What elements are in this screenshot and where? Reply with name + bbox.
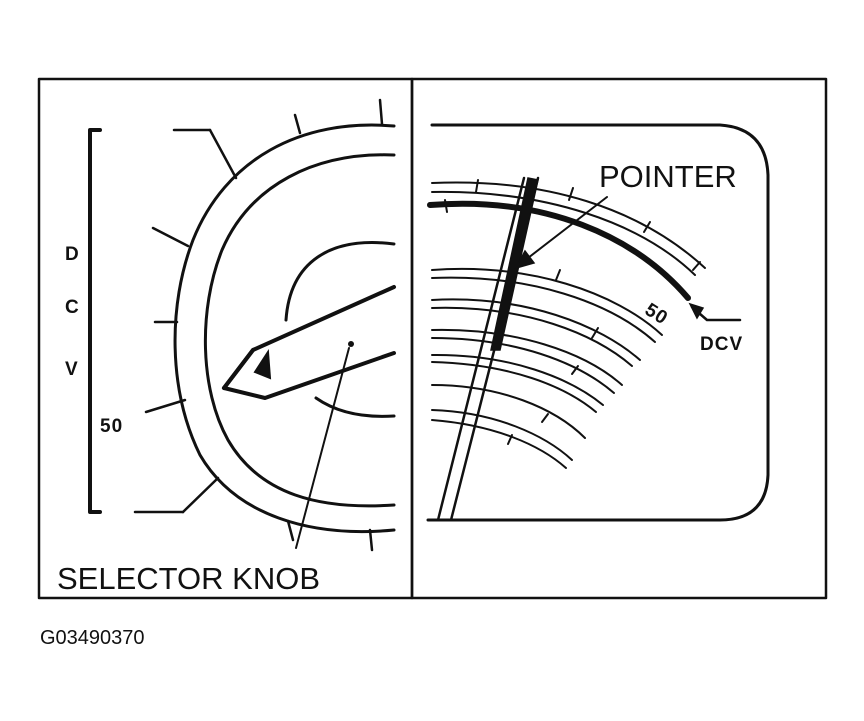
range-letter-d: D xyxy=(65,244,80,265)
right-panel-border xyxy=(410,77,828,600)
pointer-callout: POINTER xyxy=(599,159,737,194)
scale-unit-label: DCV xyxy=(700,334,743,355)
dial-ticks xyxy=(133,98,384,552)
knob-lower-arc xyxy=(314,396,396,418)
selector-knob-leader xyxy=(295,347,350,549)
dial-outer-ring xyxy=(173,123,396,534)
selector-knob xyxy=(222,285,396,400)
pointer-leader xyxy=(527,196,608,259)
scale-ticks xyxy=(444,179,701,445)
scale-arcs xyxy=(427,181,706,469)
range-bracket xyxy=(88,128,102,514)
dcv-leader-arrowhead xyxy=(688,302,705,320)
selector-knob-callout: SELECTOR KNOB xyxy=(57,561,320,596)
meter-pointer xyxy=(436,176,540,522)
scale-value-label: 50 xyxy=(641,299,672,329)
meter-face-outline xyxy=(426,123,770,522)
dcv-scale-arc xyxy=(427,200,691,301)
range-letter-v: V xyxy=(65,359,79,380)
dial-inner-ring xyxy=(203,153,396,508)
figure-id: G03490370 xyxy=(40,627,145,649)
knob-center-dot xyxy=(348,341,354,347)
range-letter-c: C xyxy=(65,297,80,318)
knob-outer-arc xyxy=(284,241,396,322)
left-panel: D C V 50 SELECTOR KNOB xyxy=(57,98,396,596)
pointer-leader-arrowhead xyxy=(514,249,536,270)
range-value-label: 50 xyxy=(100,416,123,437)
right-panel: POINTER 50 DCV xyxy=(426,123,770,522)
diagram-frame xyxy=(37,77,828,600)
knob-arrow-marker xyxy=(253,348,272,380)
pointer-needle-shaft xyxy=(490,177,539,351)
